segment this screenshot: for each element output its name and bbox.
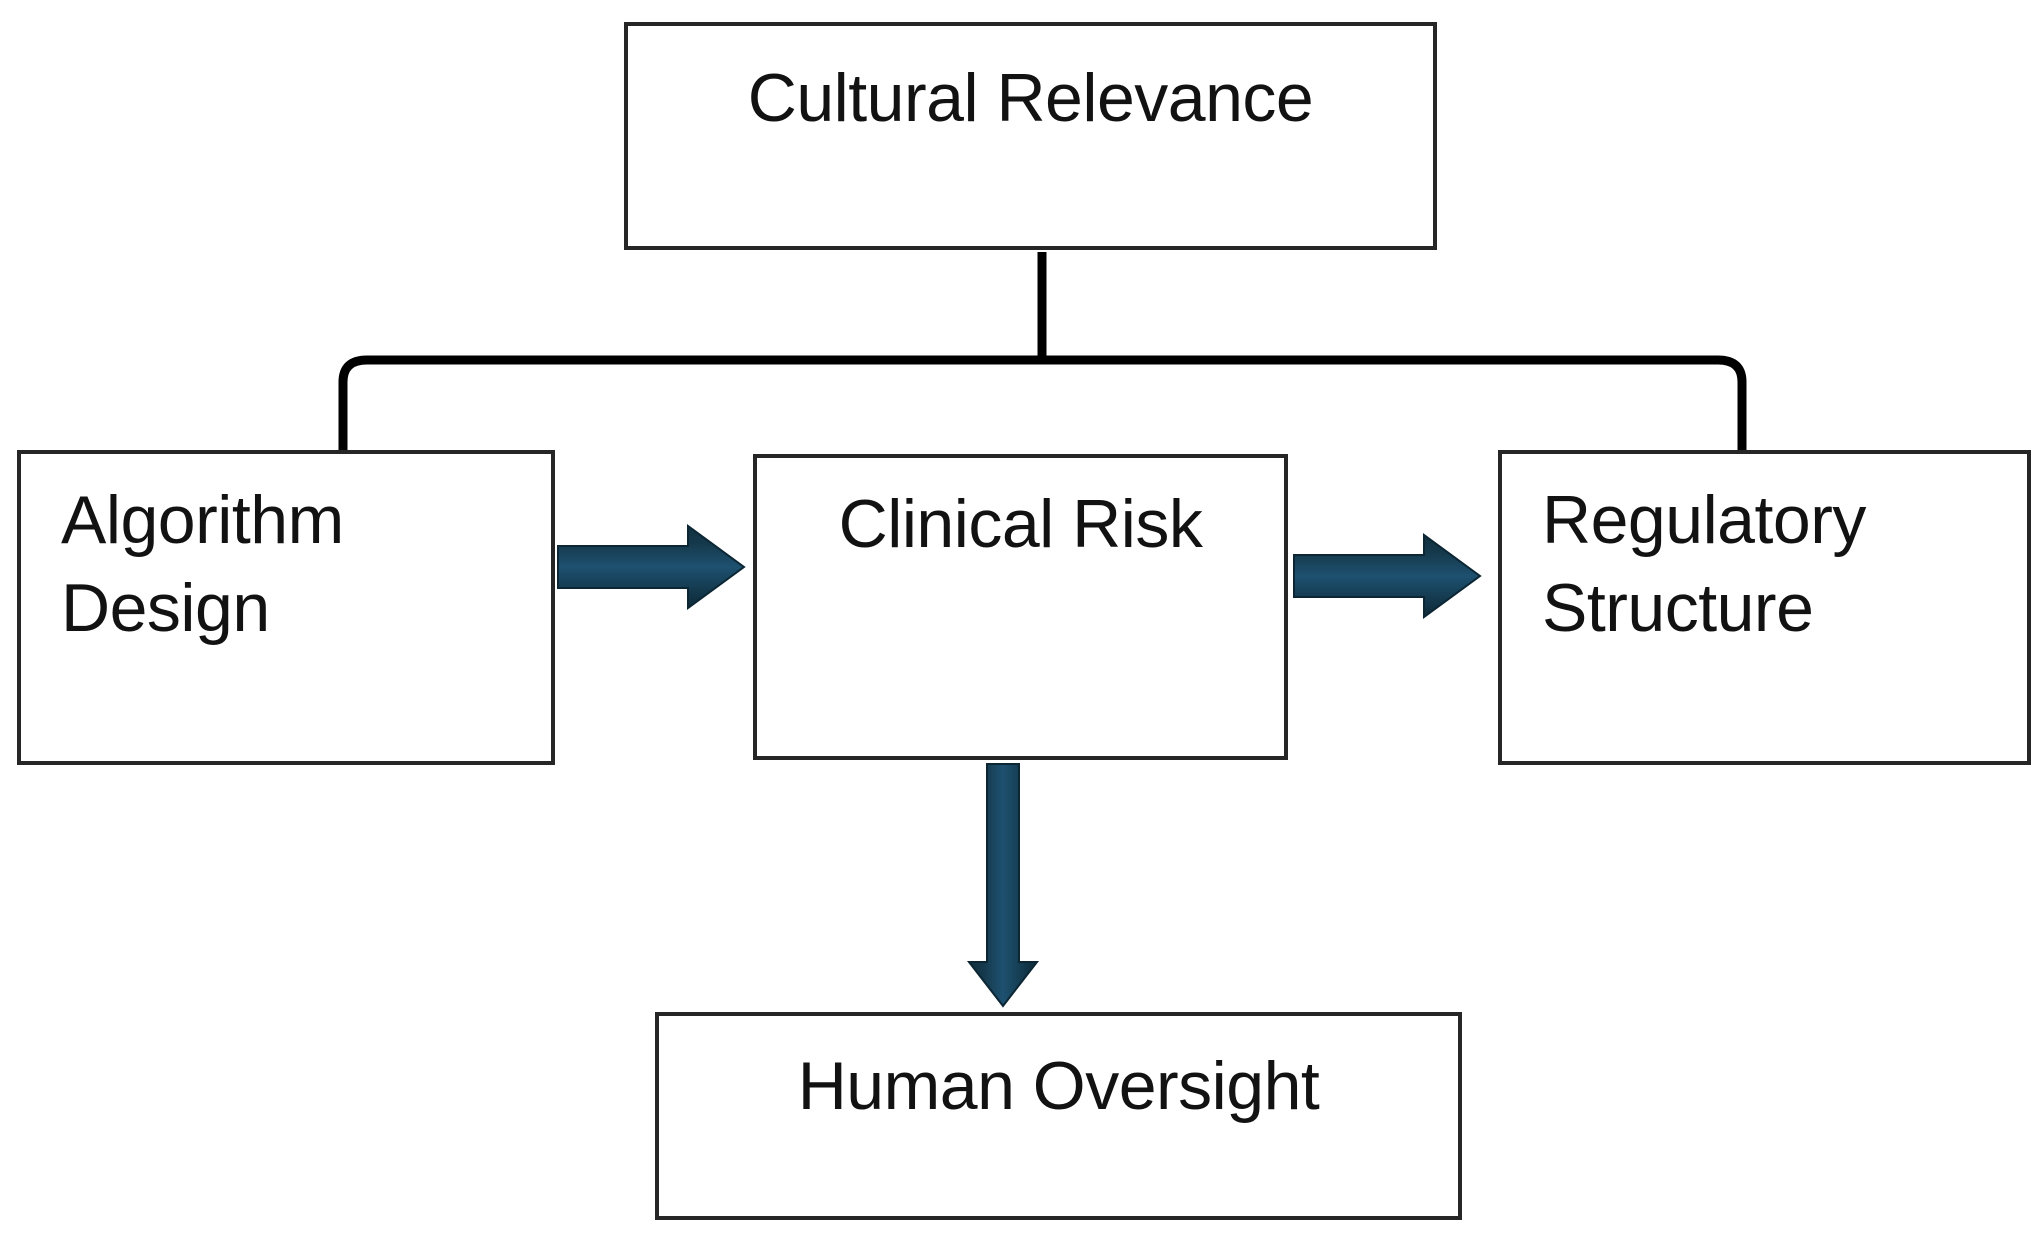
bracket-cultural-to-row [338, 252, 1747, 450]
node-cultural-relevance-label: Cultural Relevance [747, 60, 1314, 136]
node-algorithm-design-label: Algorithm Design [61, 482, 344, 647]
node-clinical-risk[interactable]: Clinical Risk [753, 454, 1288, 760]
node-algorithm-design[interactable]: Algorithm Design [17, 450, 555, 765]
node-human-oversight[interactable]: Human Oversight [655, 1012, 1462, 1220]
node-cultural-relevance[interactable]: Cultural Relevance [624, 22, 1437, 250]
node-regulatory-structure[interactable]: Regulatory Structure [1498, 450, 2031, 765]
arrow-clinical-to-human [966, 763, 1040, 1008]
arrow-clinical-to-regulatory [1293, 533, 1482, 619]
node-clinical-risk-label: Clinical Risk [838, 486, 1203, 562]
arrow-algorithm-to-clinical [557, 524, 746, 610]
node-human-oversight-label: Human Oversight [797, 1048, 1320, 1124]
node-regulatory-structure-label: Regulatory Structure [1542, 482, 1866, 647]
